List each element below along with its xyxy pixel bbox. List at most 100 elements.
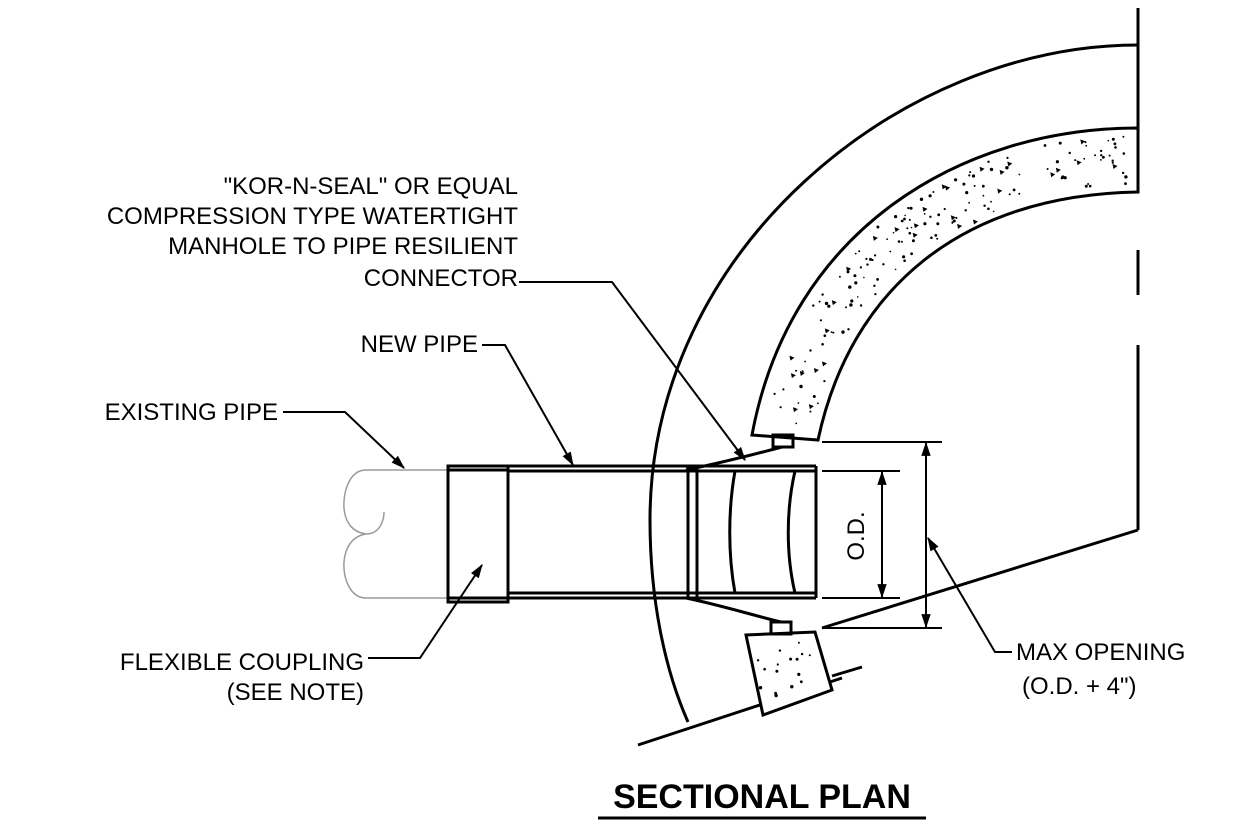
aggregate-speck bbox=[808, 404, 814, 410]
aggregate-speck bbox=[863, 276, 865, 279]
aggregate-speck bbox=[923, 222, 927, 226]
aggregate-speck bbox=[756, 659, 760, 662]
manhole-outer-arc bbox=[648, 43, 1139, 723]
aggregate-speck bbox=[1122, 135, 1125, 138]
aggregate-speck bbox=[904, 214, 906, 217]
aggregate-speck bbox=[1080, 139, 1086, 145]
aggregate-speck bbox=[773, 392, 776, 395]
aggregate-speck bbox=[763, 667, 766, 671]
aggregate-speck bbox=[795, 369, 798, 372]
aggregate-speck bbox=[874, 254, 877, 257]
aggregate-speck bbox=[821, 343, 824, 346]
aggregate-speck bbox=[1108, 154, 1111, 157]
concrete-wall-section bbox=[744, 126, 1140, 717]
aggregate-speck bbox=[1094, 154, 1097, 157]
aggregate-speck bbox=[789, 355, 795, 361]
aggregate-speck bbox=[992, 210, 995, 213]
aggregate-speck bbox=[919, 197, 924, 201]
aggregate-speck bbox=[951, 222, 954, 224]
aggregate-speck bbox=[909, 206, 913, 210]
manhole-floor-line bbox=[821, 528, 1139, 630]
aggregate-speck bbox=[819, 319, 823, 322]
aggregate-speck bbox=[866, 263, 869, 266]
aggregate-speck bbox=[936, 222, 940, 226]
aggregate-speck bbox=[913, 223, 919, 229]
aggregate-speck bbox=[774, 693, 778, 698]
aggregate-speck bbox=[847, 328, 850, 331]
aggregate-speck bbox=[973, 184, 976, 187]
aggregate-speck bbox=[900, 219, 904, 223]
aggregate-speck bbox=[1046, 168, 1049, 170]
aggregate-speck bbox=[1006, 156, 1009, 159]
aggregate-speck bbox=[1102, 155, 1105, 159]
aggregate-speck bbox=[1100, 159, 1102, 161]
aggregate-speck bbox=[932, 191, 935, 193]
aggregate-speck bbox=[941, 184, 947, 190]
new-pipe bbox=[508, 464, 818, 600]
aggregate-speck bbox=[790, 685, 794, 689]
aggregate-speck bbox=[797, 672, 801, 677]
aggregate-speck bbox=[1085, 144, 1088, 147]
aggregate-speck bbox=[876, 225, 880, 229]
aggregate-speck bbox=[804, 360, 806, 363]
aggregate-speck bbox=[824, 328, 830, 334]
aggregate-speck bbox=[1008, 193, 1011, 196]
coupling-body bbox=[446, 464, 510, 604]
aggregate-speck bbox=[1050, 172, 1056, 178]
aggregate-speck bbox=[824, 301, 829, 306]
aggregate-speck bbox=[929, 215, 932, 218]
aggregate-speck bbox=[1061, 175, 1065, 179]
existing-pipe-label: EXISTING PIPE bbox=[105, 399, 278, 426]
aggregate-speck bbox=[817, 402, 819, 405]
aggregate-speck bbox=[979, 166, 985, 172]
aggregate-speck bbox=[797, 641, 800, 644]
aggregate-speck bbox=[1099, 149, 1103, 153]
existing-pipe-leader bbox=[283, 411, 405, 469]
aggregate-speck bbox=[1043, 144, 1047, 147]
aggregate-speck bbox=[854, 281, 858, 285]
aggregate-speck bbox=[832, 331, 835, 334]
aggregate-speck bbox=[795, 422, 798, 425]
aggregate-speck bbox=[1076, 160, 1082, 166]
aggregate-speck bbox=[968, 201, 970, 204]
aggregate-speck bbox=[989, 167, 994, 172]
aggregate-speck bbox=[950, 215, 956, 221]
manhole-wall bbox=[637, 8, 1140, 747]
aggregate-speck bbox=[830, 331, 833, 333]
aggregate-speck bbox=[1112, 164, 1118, 170]
aggregate-speck bbox=[910, 252, 913, 256]
aggregate-speck bbox=[779, 406, 782, 409]
aggregate-speck bbox=[1124, 182, 1127, 186]
aggregate-speck bbox=[945, 185, 951, 191]
aggregate-speck bbox=[1068, 151, 1071, 155]
aggregate-speck bbox=[758, 686, 763, 690]
concrete-aggregate bbox=[756, 135, 1128, 698]
od-dimension: O.D. bbox=[822, 470, 900, 599]
aggregate-speck bbox=[922, 206, 928, 212]
aggregate-speck bbox=[838, 275, 841, 278]
aggregate-speck bbox=[999, 169, 1005, 175]
aggregate-speck bbox=[911, 239, 915, 243]
aggregate-speck bbox=[795, 657, 799, 661]
connector-note-line-4: CONNECTOR bbox=[364, 265, 518, 292]
connector-leader bbox=[519, 281, 746, 461]
connector-note-line-1: "KOR-N-SEAL" OR EQUAL bbox=[224, 173, 518, 200]
aggregate-speck bbox=[1018, 192, 1021, 195]
connector-note-line-3: MANHOLE TO PIPE RESILIENT bbox=[168, 233, 518, 260]
aggregate-speck bbox=[850, 299, 854, 303]
aggregate-speck bbox=[894, 268, 897, 271]
aggregate-speck bbox=[897, 240, 901, 243]
aggregate-speck bbox=[968, 174, 971, 177]
aggregate-speck bbox=[907, 206, 910, 210]
aggregate-speck bbox=[1107, 139, 1110, 142]
aggregate-speck bbox=[1084, 184, 1088, 188]
leaders bbox=[283, 281, 1012, 659]
aggregate-speck bbox=[1018, 173, 1021, 176]
aggregate-speck bbox=[908, 218, 911, 221]
coupling-label-line-1: FLEXIBLE COUPLING bbox=[120, 649, 364, 676]
aggregate-speck bbox=[874, 293, 877, 296]
aggregate-speck bbox=[821, 293, 824, 296]
aggregate-speck bbox=[983, 204, 986, 207]
aggregate-speck bbox=[943, 207, 946, 211]
